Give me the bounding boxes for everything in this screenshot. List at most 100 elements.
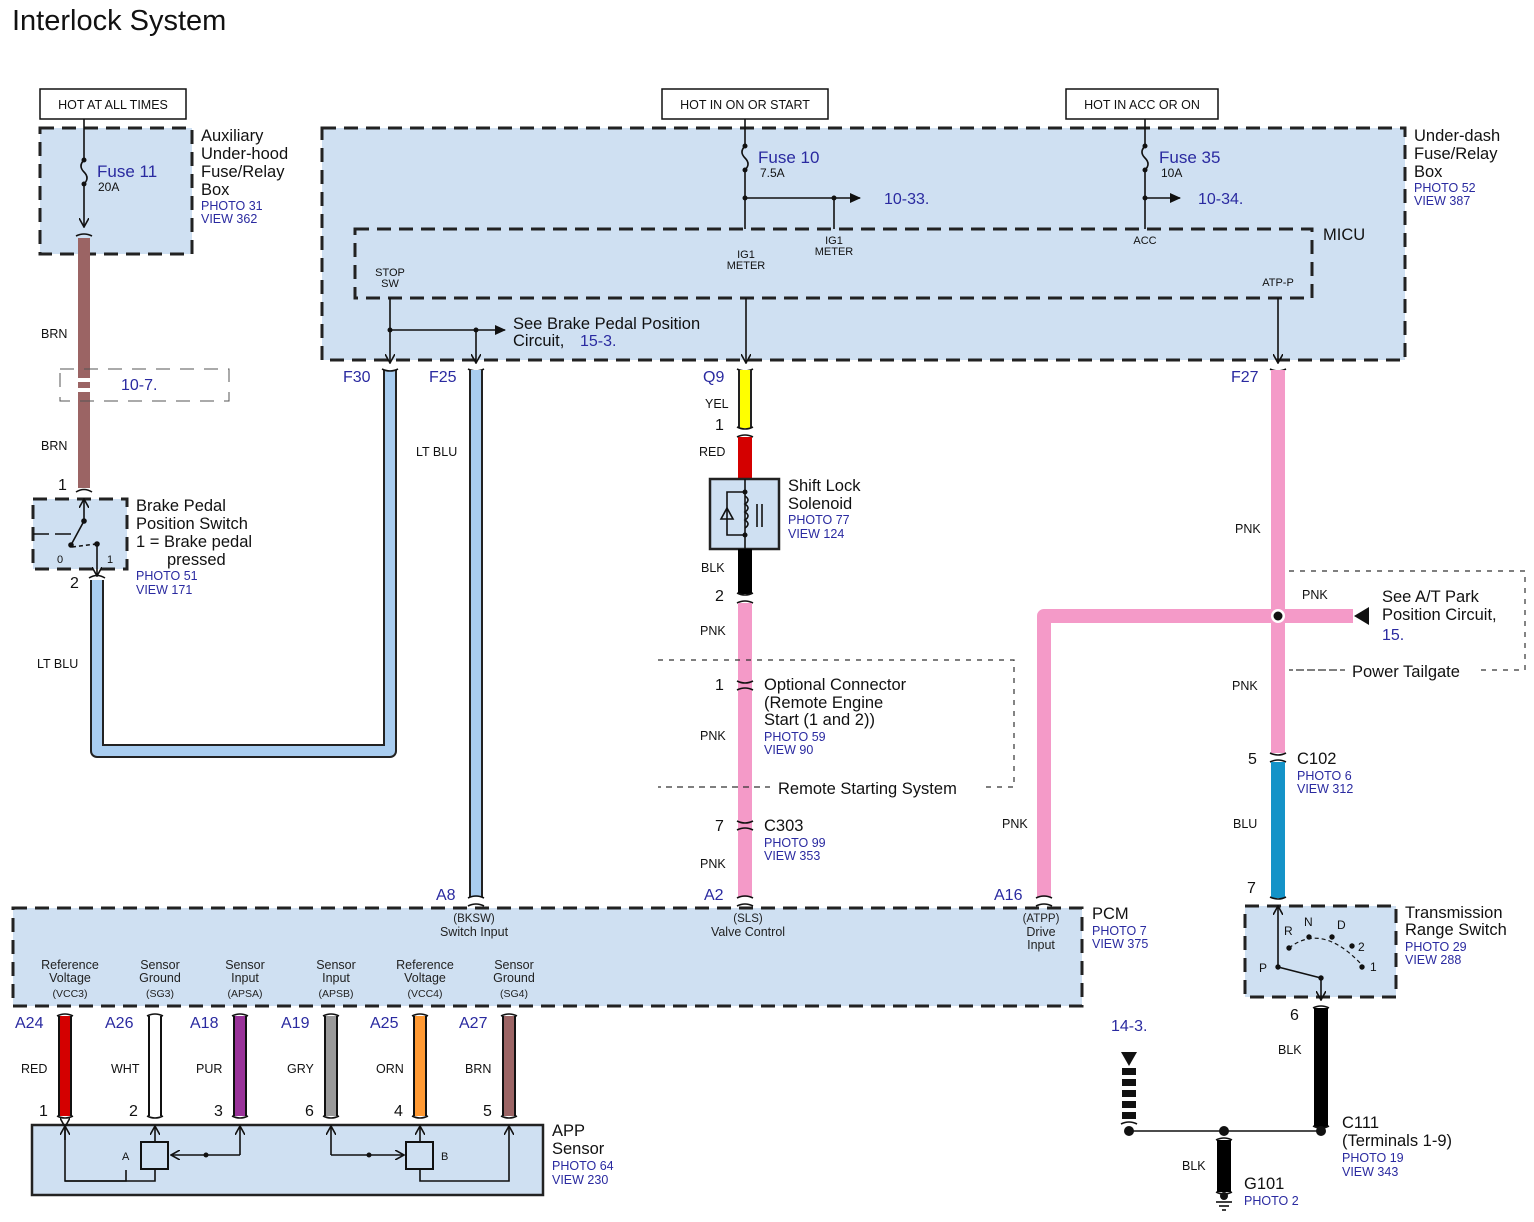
- svg-text:(Remote Engine: (Remote Engine: [764, 694, 883, 712]
- svg-text:VIEW 362: VIEW 362: [201, 212, 257, 226]
- svg-text:Start (1 and 2)): Start (1 and 2)): [764, 711, 875, 729]
- connector-a24: A24: [15, 1015, 44, 1032]
- svg-text:YEL: YEL: [705, 397, 729, 411]
- connector-cap: [231, 1013, 249, 1017]
- wire-red: [60, 1016, 70, 1116]
- svg-text:BLK: BLK: [701, 561, 725, 575]
- svg-text:IG1: IG1: [825, 235, 843, 247]
- svg-text:Position Circuit,: Position Circuit,: [1382, 606, 1497, 624]
- connector-cap: [146, 1013, 164, 1017]
- svg-text:PHOTO 2: PHOTO 2: [1244, 1194, 1299, 1208]
- svg-text:HOT IN ON OR START: HOT IN ON OR START: [680, 98, 810, 112]
- svg-text:HOT AT ALL TIMES: HOT AT ALL TIMES: [58, 98, 168, 112]
- svg-text:(SLS): (SLS): [733, 913, 763, 925]
- ref-15[interactable]: 15.: [1382, 627, 1404, 644]
- svg-text:pressed: pressed: [167, 551, 226, 569]
- svg-text:Brake Pedal: Brake Pedal: [136, 497, 226, 515]
- svg-text:Remote Starting System: Remote Starting System: [778, 780, 957, 798]
- svg-text:R: R: [1284, 924, 1293, 938]
- svg-text:PHOTO 6: PHOTO 6: [1297, 769, 1352, 783]
- svg-text:Fuse/Relay: Fuse/Relay: [201, 163, 285, 181]
- connector-a26: A26: [105, 1015, 134, 1032]
- svg-text:PHOTO 19: PHOTO 19: [1342, 1151, 1404, 1165]
- svg-text:METER: METER: [815, 246, 854, 258]
- svg-text:Fuse 35: Fuse 35: [1159, 148, 1220, 167]
- svg-text:A: A: [122, 1151, 130, 1163]
- page-title: Interlock System: [12, 5, 226, 37]
- hot-at-all-times-label: HOT AT ALL TIMES: [39, 88, 187, 120]
- ref-10-34[interactable]: 10-34.: [1198, 191, 1243, 208]
- svg-text:PHOTO 59: PHOTO 59: [764, 730, 826, 744]
- connector-c303: 7 C303 PHOTO 99 VIEW 353: [715, 817, 826, 863]
- svg-text:VIEW 230: VIEW 230: [552, 1173, 608, 1187]
- transmission-range-switch: P R N D 2 1 Transmission Range Switch PH…: [1243, 904, 1507, 999]
- svg-text:LT BLU: LT BLU: [37, 657, 78, 671]
- fuse-10-icon: [741, 145, 749, 171]
- svg-text:7: 7: [1247, 880, 1256, 897]
- connector-cap: [146, 1115, 164, 1119]
- power-tailgate-group: See A/T Park Position Circuit, 15. Power…: [1289, 570, 1526, 681]
- pcm-pin-label: Voltage: [49, 971, 91, 985]
- pcm-pin-label: (SG3): [146, 988, 174, 1000]
- fuse-icon: [80, 159, 88, 185]
- svg-text:BLK: BLK: [1182, 1159, 1206, 1173]
- pcm-pin-label: (VCC4): [407, 988, 442, 1000]
- pcm-module: PCM PHOTO 7 VIEW 375 (BKSW) Switch Input…: [11, 905, 1148, 1008]
- svg-text:STOP: STOP: [375, 267, 405, 279]
- svg-text:P: P: [1259, 961, 1267, 975]
- sensor-element-b: [405, 1141, 434, 1170]
- pcm-pin-label: Ground: [139, 971, 181, 985]
- svg-text:VIEW 124: VIEW 124: [788, 527, 844, 541]
- svg-text:IG1: IG1: [737, 249, 755, 261]
- wire-brn: BRN BRN 10-7.: [41, 233, 230, 488]
- svg-text:PNK: PNK: [700, 729, 726, 743]
- svg-text:C111: C111: [1342, 1114, 1379, 1132]
- svg-text:G101: G101: [1244, 1175, 1284, 1193]
- pcm-pin-label: Sensor: [494, 958, 534, 972]
- wire-pur: [235, 1016, 245, 1116]
- wire-color-label: WHT: [111, 1062, 140, 1076]
- svg-text:1: 1: [58, 477, 67, 494]
- svg-text:PHOTO 29: PHOTO 29: [1405, 940, 1467, 954]
- connector-cap: [467, 903, 485, 907]
- svg-text:ATP-P: ATP-P: [1262, 277, 1294, 289]
- svg-text:Range Switch: Range Switch: [1405, 921, 1507, 939]
- ref-10-7[interactable]: 10-7.: [121, 377, 157, 394]
- ref-10-33[interactable]: 10-33.: [884, 191, 929, 208]
- svg-text:PNK: PNK: [700, 857, 726, 871]
- svg-text:LT BLU: LT BLU: [416, 445, 457, 459]
- pcm-pin-label: Sensor: [225, 958, 265, 972]
- ref-15-3[interactable]: 15-3.: [580, 333, 616, 350]
- svg-text:SW: SW: [381, 278, 399, 290]
- svg-text:5: 5: [1248, 751, 1257, 768]
- svg-text:PNK: PNK: [1302, 588, 1328, 602]
- connector-f27: F27: [1231, 369, 1259, 386]
- wire-yel-q9: YEL 1: [705, 368, 754, 434]
- svg-text:VIEW 312: VIEW 312: [1297, 782, 1353, 796]
- sensor-element-a: [140, 1141, 169, 1170]
- wire-red-solenoid: RED: [699, 434, 754, 479]
- svg-text:Box: Box: [1414, 163, 1443, 181]
- diode-icon: [719, 506, 735, 520]
- svg-text:2: 2: [70, 575, 79, 592]
- ref-14-3[interactable]: 14-3.: [1111, 1018, 1147, 1035]
- svg-text:VIEW 288: VIEW 288: [1405, 953, 1461, 967]
- hot-in-on-or-start-label: HOT IN ON OR START: [661, 88, 829, 120]
- app-pin-number: 2: [129, 1103, 138, 1120]
- svg-text:Auxiliary: Auxiliary: [201, 127, 264, 145]
- svg-text:10A: 10A: [1161, 166, 1182, 180]
- wire-blk-trs: 6 BLK: [1278, 1005, 1330, 1129]
- svg-text:VIEW 90: VIEW 90: [764, 743, 813, 757]
- svg-text:20A: 20A: [98, 180, 119, 194]
- svg-text:VIEW 171: VIEW 171: [136, 583, 192, 597]
- svg-text:7.5A: 7.5A: [760, 166, 785, 180]
- svg-text:PHOTO 77: PHOTO 77: [788, 513, 850, 527]
- connector-a25: A25: [370, 1015, 399, 1032]
- svg-text:7: 7: [715, 818, 724, 835]
- svg-text:0: 0: [57, 554, 63, 566]
- svg-text:1: 1: [715, 677, 724, 694]
- pcm-pin-label: Voltage: [404, 971, 446, 985]
- wire-pnk-a2: PNK PNK PNK: [700, 600, 754, 899]
- svg-text:(Terminals 1-9): (Terminals 1-9): [1342, 1132, 1452, 1150]
